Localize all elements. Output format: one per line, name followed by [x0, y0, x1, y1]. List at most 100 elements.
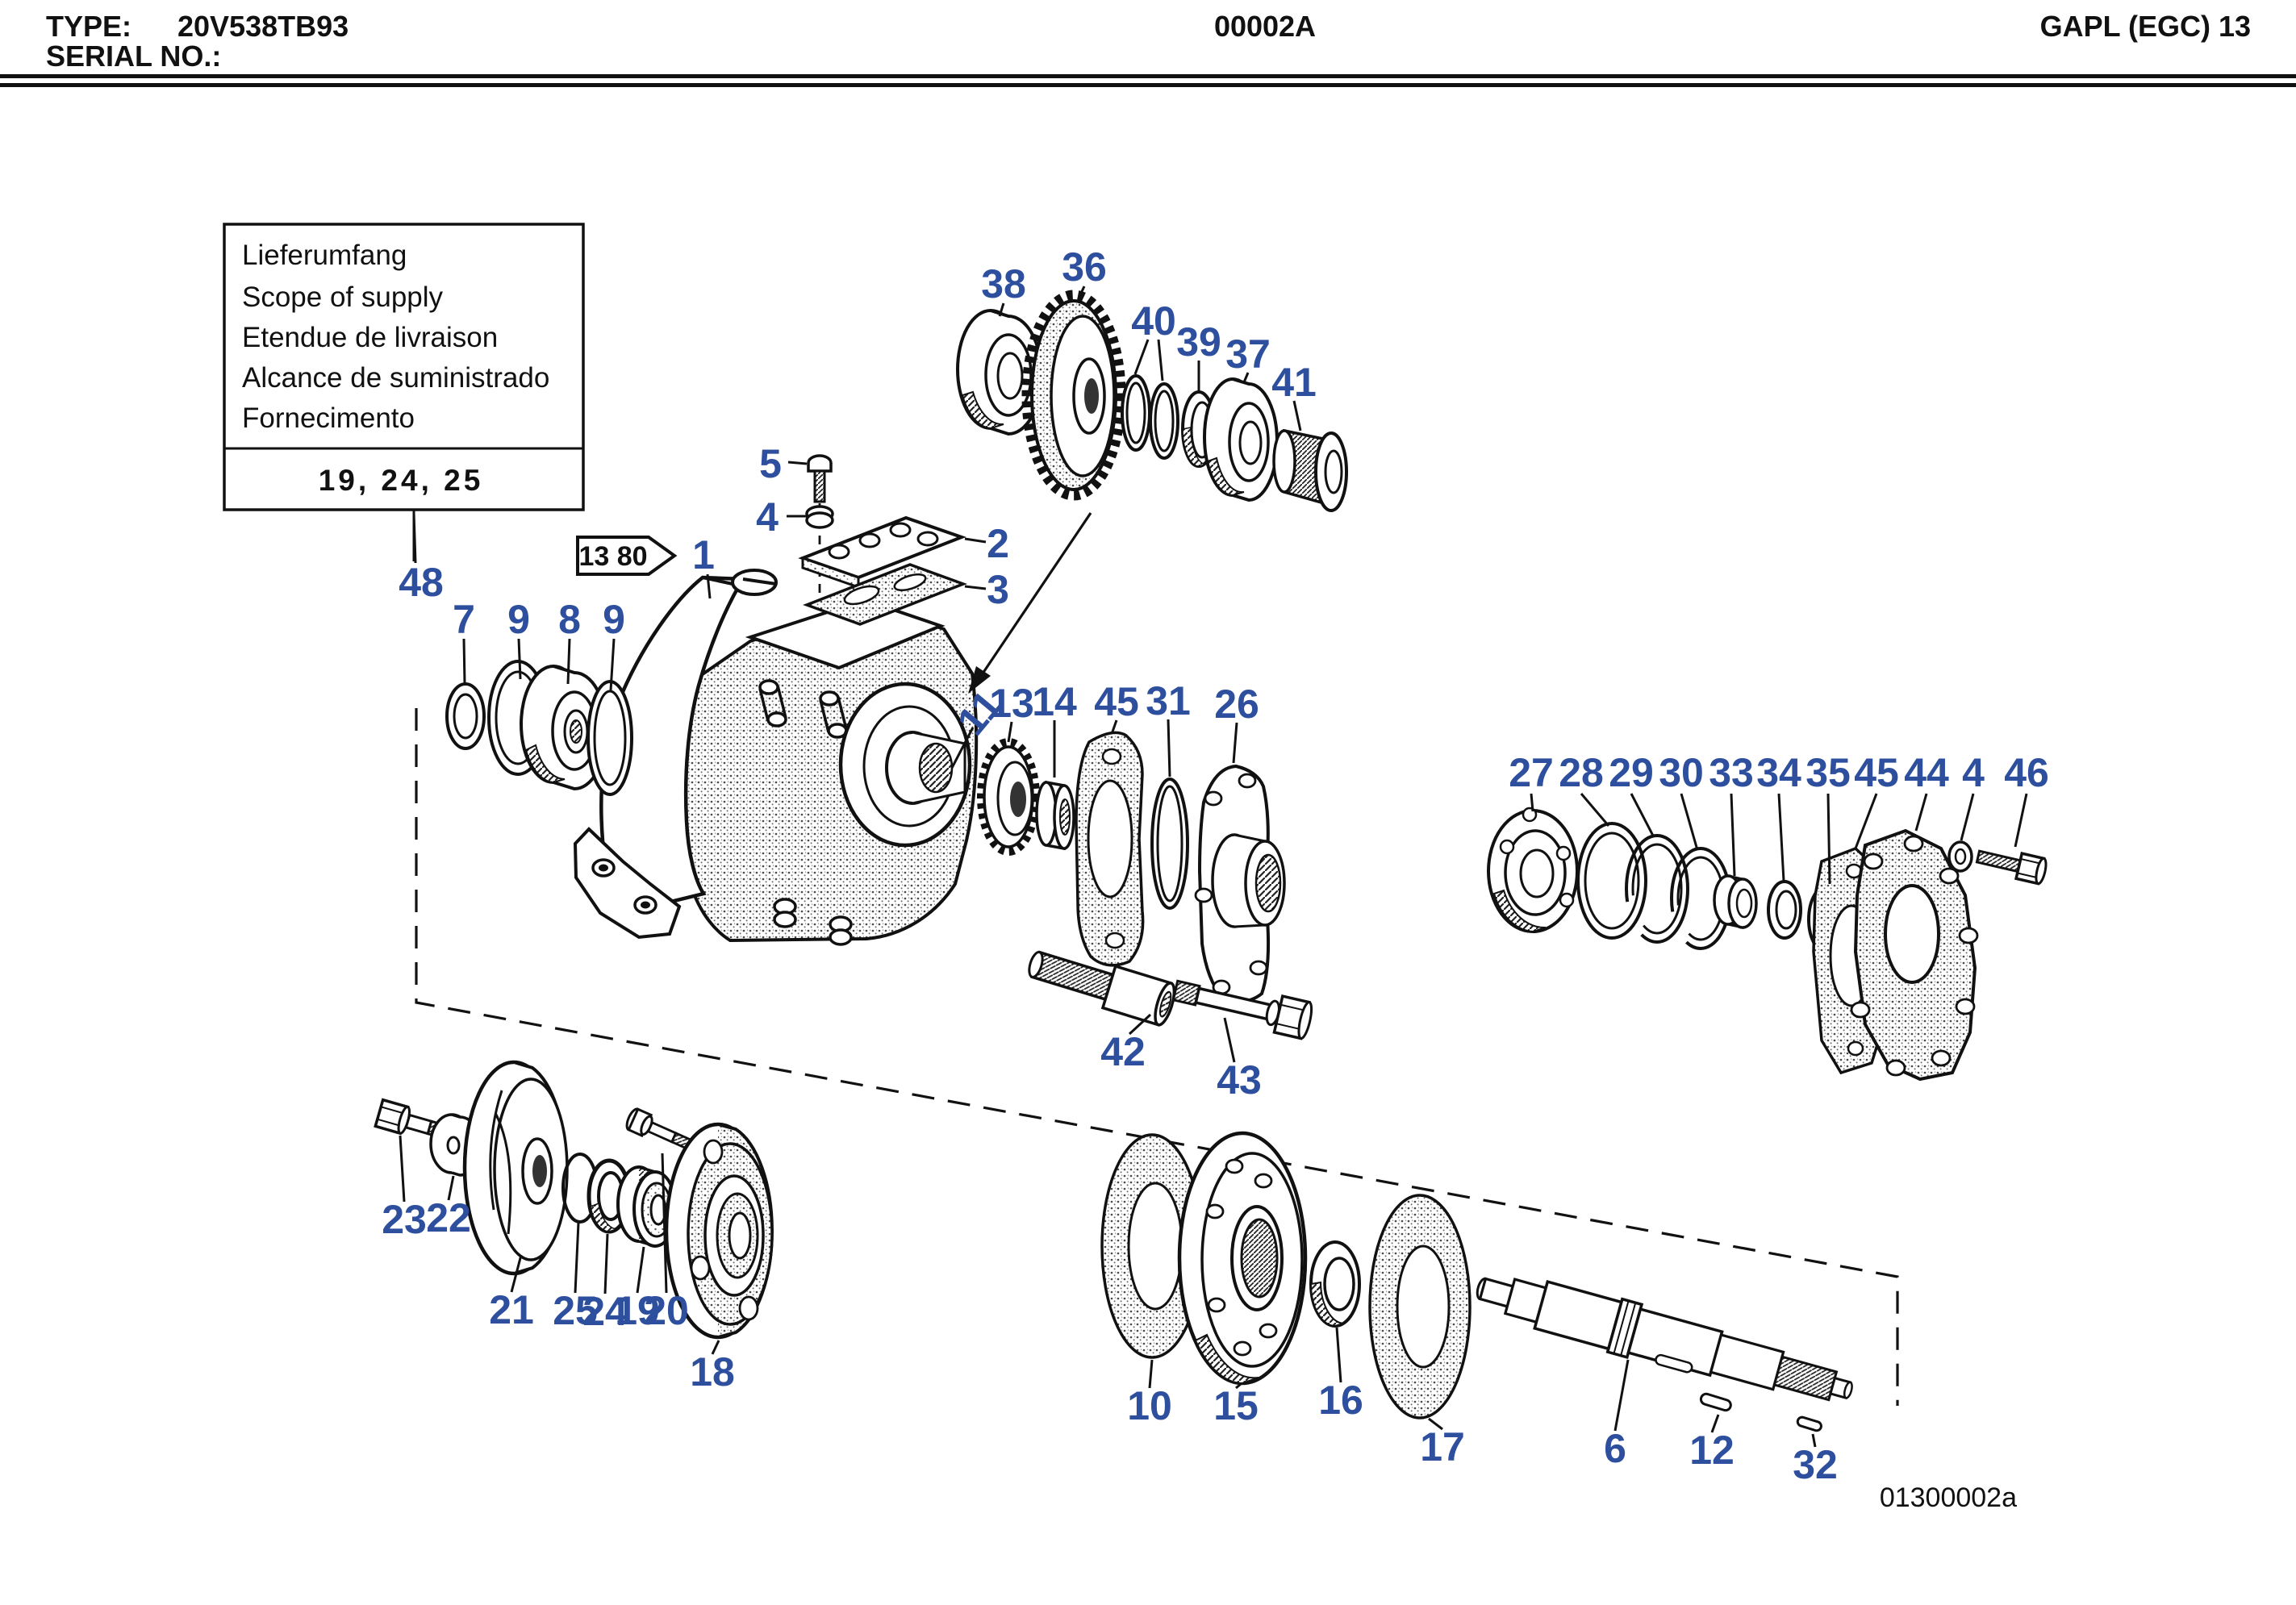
part-housing-1	[573, 569, 979, 946]
leader-1	[706, 573, 712, 599]
part-key-32	[1796, 1415, 1822, 1432]
callout-31: 31	[1146, 678, 1191, 723]
callout-10: 10	[1127, 1383, 1172, 1428]
callout-21: 21	[489, 1287, 534, 1332]
part-bush-33	[1713, 874, 1758, 929]
page-header: TYPE: 20V538TB93 SERIAL NO.: 00002A GAPL…	[0, 10, 2296, 87]
leader-43	[1223, 1017, 1236, 1063]
leader-4b	[1960, 793, 1975, 841]
part-seal-7	[445, 682, 486, 750]
part-gasket-10	[1100, 1133, 1204, 1359]
callout-36: 36	[1062, 244, 1107, 290]
callout-43: 43	[1217, 1057, 1262, 1103]
leader-26	[1232, 722, 1238, 764]
callout-48: 48	[399, 560, 444, 605]
group-ref-arrow: 13 80	[576, 536, 678, 576]
part-bolt-43	[1171, 979, 1313, 1040]
callout-18: 18	[690, 1349, 735, 1394]
leader-32	[1811, 1433, 1817, 1448]
leader-13	[1007, 721, 1013, 743]
callout-3: 3	[987, 567, 1009, 612]
callout-46: 46	[2004, 750, 2049, 795]
leader-30	[1680, 793, 1699, 851]
callout-6: 6	[1604, 1426, 1626, 1471]
leader-37	[1242, 372, 1250, 383]
callout-24: 24	[582, 1289, 628, 1334]
leader-5	[787, 461, 808, 465]
callout-45b: 45	[1854, 750, 1899, 795]
part-ring-28	[1576, 822, 1647, 940]
legend-line-en: Scope of supply	[242, 281, 444, 313]
callout-4a: 4	[756, 494, 779, 540]
callout-19: 19	[615, 1288, 660, 1333]
callout-27: 27	[1509, 750, 1554, 795]
leader-19	[636, 1246, 645, 1294]
group-ref-label: 13 80	[578, 541, 647, 572]
callout-40: 40	[1131, 298, 1176, 344]
part-bushing-41	[1272, 428, 1348, 512]
part-bolt-46	[1975, 849, 2048, 886]
callout-37: 37	[1225, 331, 1271, 377]
callout-9a: 9	[507, 597, 530, 642]
leader-35	[1826, 793, 1831, 885]
leader-12	[1710, 1414, 1720, 1433]
part-rings-40	[1121, 374, 1179, 460]
arrow-36-to-housing	[968, 512, 1092, 694]
callout-2: 2	[987, 521, 1009, 566]
part-gasket-45-pump	[1075, 731, 1145, 967]
callout-28: 28	[1559, 750, 1604, 795]
leader-16	[1335, 1327, 1342, 1383]
leader-9a	[517, 638, 522, 680]
callout-39: 39	[1176, 319, 1221, 365]
part-ring-34	[1767, 880, 1802, 940]
leader-40	[1133, 339, 1150, 375]
leader-9b	[609, 638, 616, 691]
part-circlip-29	[1625, 834, 1689, 944]
leader-2	[964, 537, 987, 544]
callout-15: 15	[1213, 1383, 1259, 1428]
leader-29	[1630, 793, 1655, 838]
callout-8: 8	[558, 597, 581, 642]
callout-20: 20	[644, 1288, 689, 1333]
part-flange-18	[664, 1122, 774, 1340]
callout-9b: 9	[603, 597, 625, 642]
callout-44: 44	[1904, 750, 1949, 795]
part-ring-9-right	[587, 680, 633, 796]
callout-34: 34	[1756, 750, 1801, 795]
callout-4b: 4	[1962, 750, 1985, 795]
leader-28	[1580, 793, 1610, 827]
part-sleeve-42	[1028, 950, 1176, 1027]
leader-17	[1428, 1417, 1443, 1431]
leader-46	[2014, 793, 2028, 848]
part-washer-4	[1947, 840, 1973, 873]
leader-36	[1077, 286, 1086, 299]
leader-20	[661, 1153, 668, 1294]
callout-41: 41	[1271, 360, 1317, 405]
callout-25: 25	[553, 1288, 598, 1333]
part-cover-44	[1850, 828, 1979, 1082]
leader-25	[574, 1222, 580, 1294]
part-gasket-17	[1368, 1194, 1472, 1419]
type-label: TYPE:	[46, 10, 131, 43]
leader-31	[1167, 719, 1171, 777]
callout-16: 16	[1318, 1378, 1363, 1423]
leader-8	[566, 638, 571, 685]
group-code: GAPL (EGC) 13	[2040, 10, 2251, 43]
part-hub-15	[1177, 1131, 1308, 1386]
callout-35: 35	[1805, 750, 1851, 795]
part-bearing-37	[1203, 377, 1279, 502]
callout-45a: 45	[1094, 679, 1139, 724]
part-cover-26	[1194, 764, 1286, 1003]
part-key-12	[1699, 1392, 1732, 1412]
callout-32: 32	[1793, 1442, 1838, 1487]
callout-22: 22	[426, 1195, 471, 1240]
leader-40	[1157, 339, 1164, 381]
part-oring-31	[1150, 777, 1189, 910]
leader-15	[1235, 1382, 1242, 1390]
header-rule-bottom	[0, 83, 2296, 87]
part-gasket-3	[803, 563, 967, 626]
part-ring-16	[1309, 1240, 1361, 1328]
part-gear-36	[1021, 290, 1126, 501]
part-shaft-6	[1476, 1277, 1853, 1402]
legend-line-fr: Etendue de livraison	[242, 322, 498, 353]
